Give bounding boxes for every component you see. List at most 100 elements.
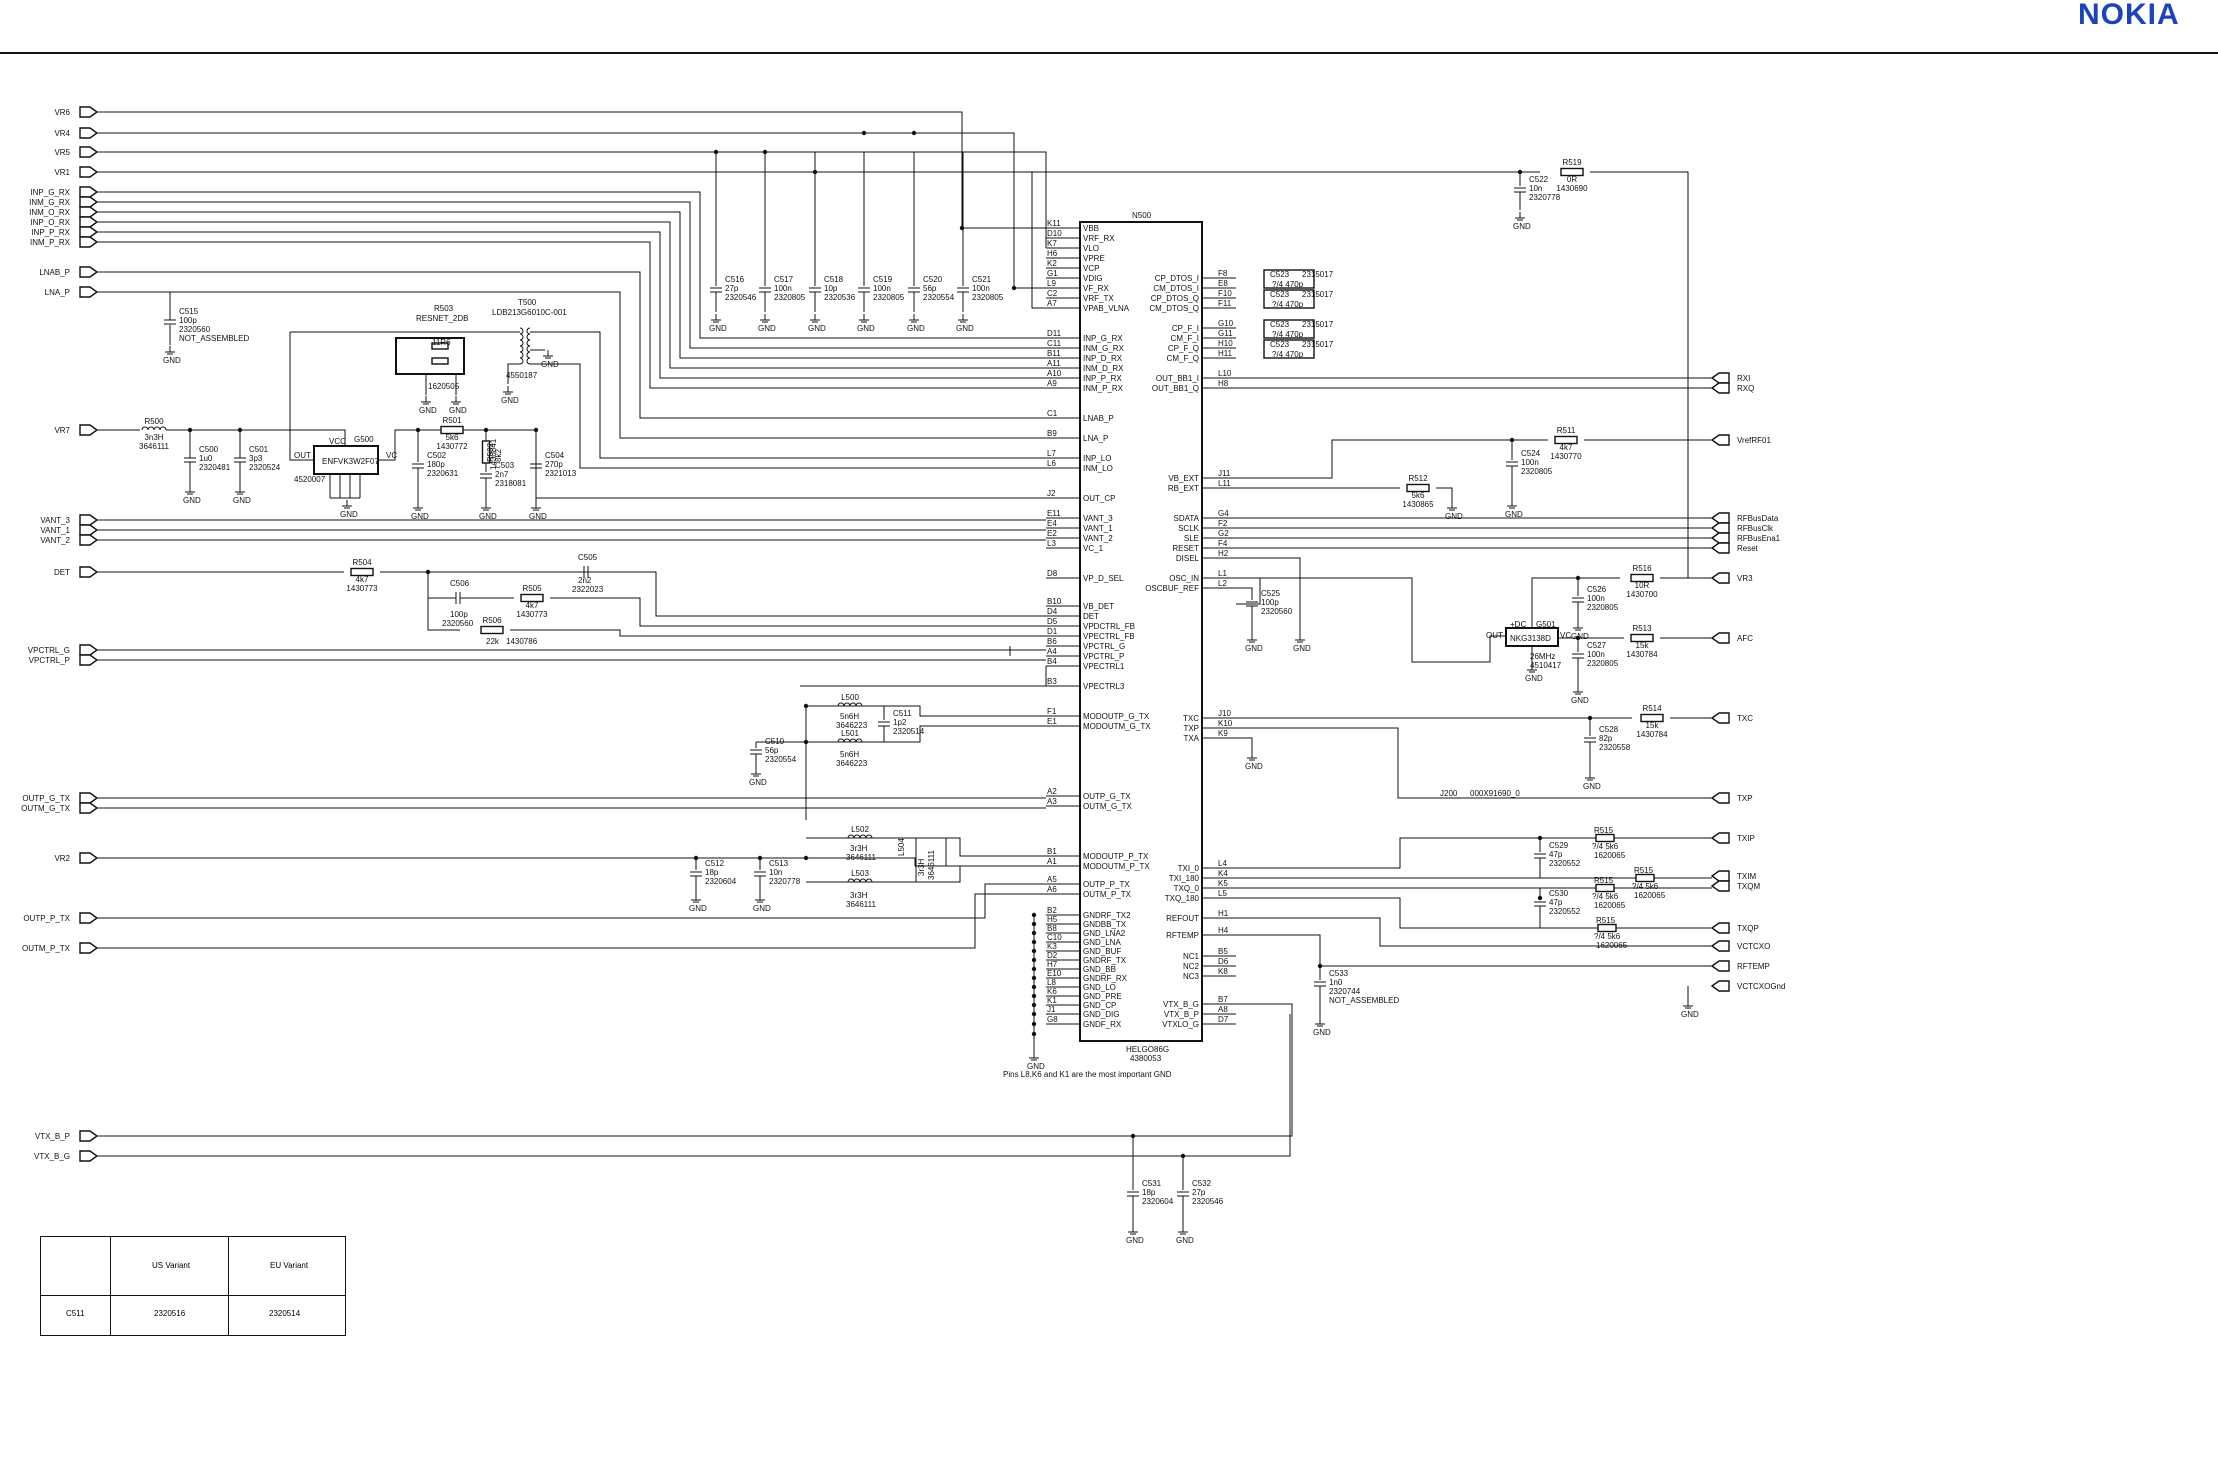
resistor-r501	[440, 425, 464, 435]
ic-pin-name: VDIG	[1083, 274, 1103, 283]
ic-pin-number: H7	[1047, 960, 1058, 969]
ic-pin-number: L2	[1218, 579, 1227, 588]
ic-pin-name: SDATA	[1174, 514, 1200, 523]
ic-pin-name: RESET	[1172, 544, 1199, 553]
gnd-label: GND	[529, 512, 547, 521]
inductor-label: 3646111	[139, 442, 170, 451]
wire	[1590, 171, 1712, 579]
port-arrow	[79, 206, 99, 218]
table-cell-ref: C511	[66, 1309, 85, 1318]
capacitor-label: C527	[1587, 641, 1607, 650]
capacitor-label: 27p	[1192, 1188, 1206, 1197]
port-arrow	[1710, 532, 1730, 544]
gnd-label: GND	[1525, 674, 1543, 683]
capacitor-label: 82p	[1599, 734, 1613, 743]
port-arrow	[79, 534, 99, 546]
inductor-l500	[837, 702, 863, 707]
resistor-label: 1430690	[1556, 184, 1588, 193]
resistor-label: 1430784	[1626, 650, 1658, 659]
port-arrow	[79, 216, 99, 228]
ic-pin-name: OUTM_P_TX	[1083, 890, 1132, 899]
capacitor-label: 3p3	[249, 454, 263, 463]
capacitor-label: 2320805	[774, 293, 806, 302]
gnd-label: GND	[1293, 644, 1311, 653]
label: 100p	[450, 610, 468, 619]
ic-pin-name: VPRE	[1083, 254, 1105, 263]
capacitor-label: C521	[972, 275, 992, 284]
port-label: INP_O_RX	[30, 218, 70, 227]
capacitor-label: C513	[769, 859, 789, 868]
ic-pin-number: B5	[1218, 947, 1228, 956]
g500-vc: VC	[386, 451, 397, 460]
label: VC	[1560, 631, 1571, 640]
resistor-label: R506	[482, 616, 502, 625]
wire	[800, 666, 1047, 687]
junction-dot	[1011, 285, 1017, 291]
label: 2315017	[1302, 320, 1334, 329]
capacitor-label: 10n	[769, 868, 782, 877]
ic-n500	[1079, 221, 1203, 1042]
wire	[1236, 577, 1261, 605]
capacitor-label: 2320805	[1587, 659, 1619, 668]
ic-pin-name: CM_F_I	[1171, 334, 1199, 343]
capacitor-label: 100p	[1261, 598, 1279, 607]
gnd-label: GND	[956, 324, 974, 333]
port-arrow	[79, 792, 99, 804]
capacitor-label: 2320554	[923, 293, 955, 302]
wire	[97, 231, 1046, 379]
ic-pin-number: B3	[1047, 677, 1057, 686]
ic-pin-name: LNA_P	[1083, 434, 1108, 443]
gnd-label: GND	[163, 356, 181, 365]
port-label: VR2	[54, 854, 70, 863]
label: OUT	[1486, 631, 1503, 640]
ic-pin-name: MODOUTP_G_TX	[1083, 712, 1150, 721]
capacitor-label: 2320631	[427, 469, 459, 478]
filter-capacitor-array	[1263, 339, 1315, 359]
ic-pin-number: J2	[1047, 489, 1056, 498]
ic-pin-number: E1	[1047, 717, 1057, 726]
capacitor-label: 2320552	[1549, 859, 1581, 868]
ic-pin-number: B6	[1047, 637, 1057, 646]
capacitor-label: 56p	[765, 746, 779, 755]
filter-capacitor-array	[1263, 289, 1315, 309]
wire	[97, 1003, 1293, 1137]
capacitor-label: 2320524	[249, 463, 281, 472]
capacitor-label: C520	[923, 275, 943, 284]
junction-dot	[1031, 912, 1037, 918]
ic-ref: N500	[1132, 211, 1152, 220]
wire	[97, 1014, 1291, 1157]
label: ?/4 470p	[1272, 350, 1304, 359]
wire	[507, 363, 520, 384]
inductor-r500	[141, 426, 167, 431]
capacitor-label: 2320604	[1142, 1197, 1174, 1206]
port-label: VR5	[54, 148, 70, 157]
label: 3r3H	[850, 891, 868, 900]
ic-pin-name: DET	[1083, 612, 1099, 621]
ic-pin-name: GNDRF_RX	[1083, 974, 1128, 983]
ic-pin-number: A11	[1047, 359, 1061, 368]
port-arrow	[1710, 712, 1730, 724]
gnd-label: GND	[501, 396, 519, 405]
ic-pin-number: A9	[1047, 379, 1057, 388]
ic-pin-number: A8	[1218, 1005, 1228, 1014]
label: 3646111	[927, 849, 936, 880]
capacitor-label: 2320805	[1587, 603, 1619, 612]
ic-pin-name: GND_PRE	[1083, 992, 1122, 1001]
resistor-label: 1430865	[1402, 500, 1434, 509]
ic-pin-name: OUT_CP	[1083, 494, 1115, 503]
ic-pin-number: C2	[1047, 289, 1058, 298]
ic-pin-number: H6	[1047, 249, 1058, 258]
gnd-label: GND	[419, 406, 437, 415]
ic-pin-name: TXI_0	[1178, 864, 1200, 873]
r502-code: 1430841	[489, 438, 498, 470]
port-arrow	[79, 424, 99, 436]
ic-pin-name: MODOUTM_P_TX	[1083, 862, 1150, 871]
resistor-label: R512	[1408, 474, 1428, 483]
ic-pin-name: TXC	[1183, 714, 1199, 723]
r503-value: 11R6	[432, 338, 451, 347]
ic-pin-name: VC_1	[1083, 544, 1104, 553]
resistor-label: 15k	[1646, 721, 1660, 730]
junction-dot	[1031, 1021, 1037, 1027]
label: 26MHz	[1530, 652, 1555, 661]
inductor-label: 3n3H	[144, 433, 163, 442]
